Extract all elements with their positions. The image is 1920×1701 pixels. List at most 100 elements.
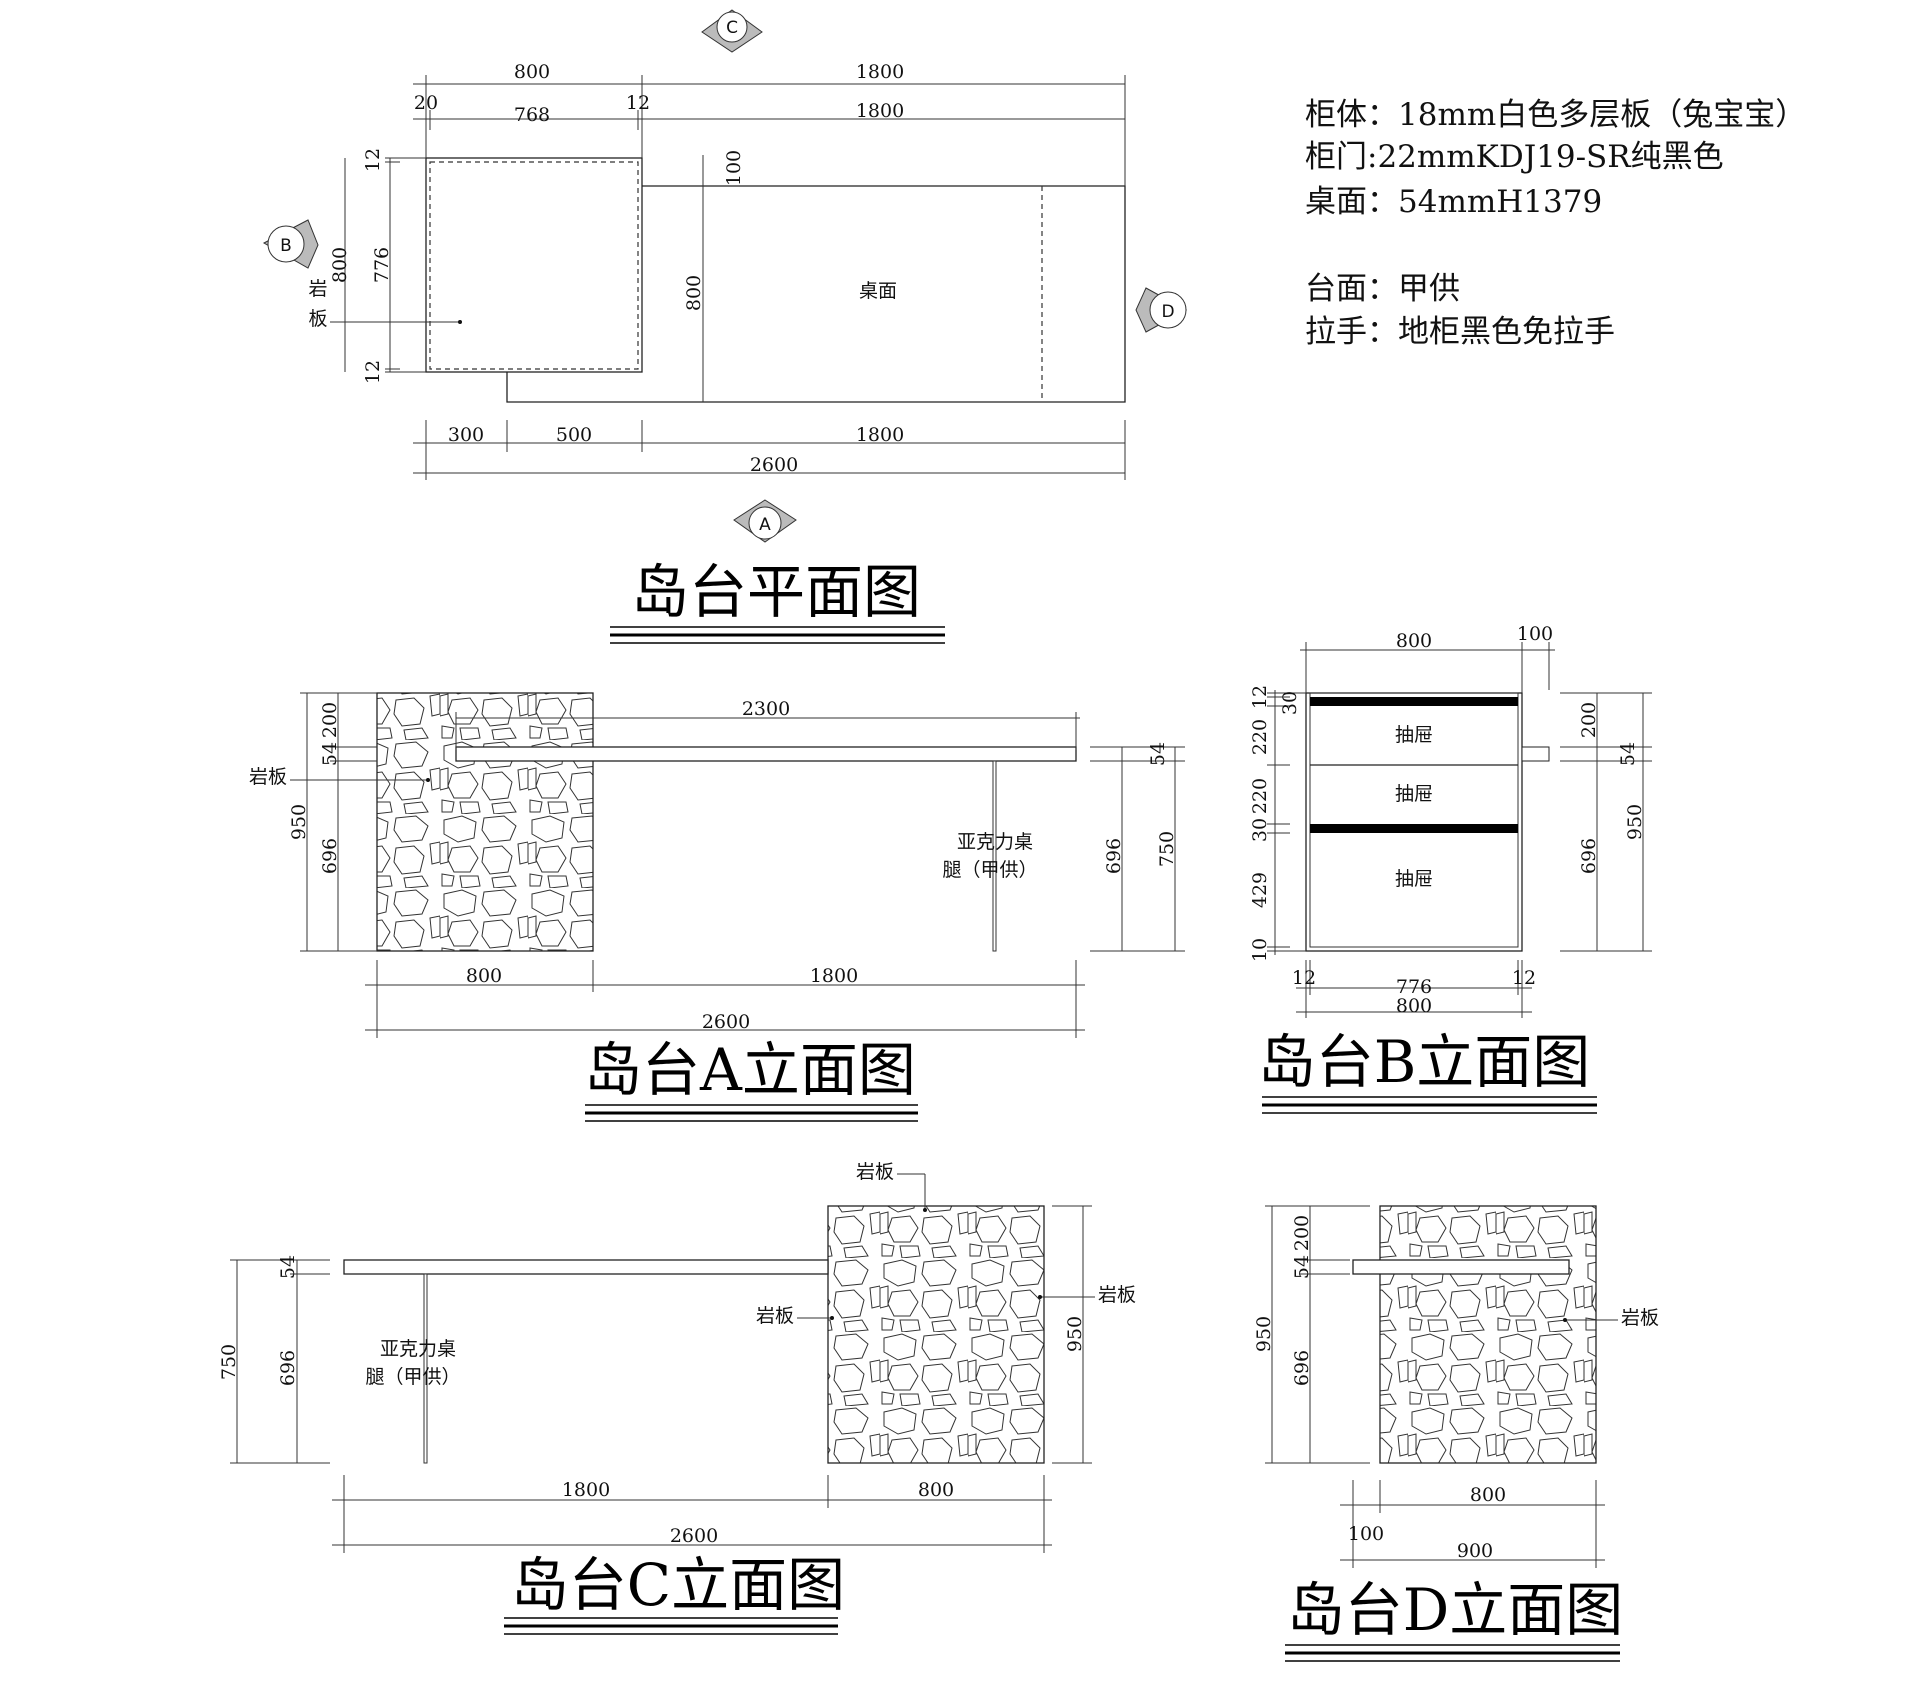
elev-b-dim-220a: 220 — [1249, 719, 1271, 755]
elev-b-dim-r950: 950 — [1624, 804, 1646, 840]
elev-c-dim-54: 54 — [277, 1255, 299, 1279]
plan-desktop-label: 桌面 — [859, 280, 897, 302]
elev-a-dim-r54: 54 — [1147, 742, 1169, 766]
elev-b-handle — [1521, 746, 1550, 762]
svg-text:C: C — [726, 18, 738, 38]
elev-d-title: 岛台D立面图 — [1287, 1576, 1624, 1644]
elev-c-slate-label-right: 岩板 — [1098, 1284, 1136, 1306]
plan-dim-bot-1800: 1800 — [856, 424, 904, 446]
elev-c-slate-block — [827, 1205, 1045, 1464]
elev-b-dim-30b: 30 — [1249, 818, 1271, 842]
elev-a-dim-1800: 1800 — [810, 965, 858, 987]
elev-b-dim-12b: 12 — [1512, 967, 1536, 989]
elev-c-dim-696: 696 — [277, 1350, 299, 1386]
elev-d-dim-100: 100 — [1348, 1523, 1384, 1545]
elev-a-leg-label-1: 亚克力桌 — [957, 831, 1033, 853]
elev-c-acrylic-leg — [423, 1273, 428, 1464]
elev-c-dim-2600: 2600 — [670, 1525, 718, 1547]
plan-slate-label-1: 岩 — [308, 278, 327, 300]
elev-c-leg-label-1: 亚克力桌 — [380, 1338, 456, 1360]
elev-c-slate-label-left: 岩板 — [756, 1305, 794, 1327]
elev-a-slate-label: 岩板 — [249, 766, 287, 788]
plan-dim-mid-800: 800 — [683, 275, 705, 311]
elev-c-dim-950: 950 — [1064, 1316, 1086, 1352]
plan-dim-500: 500 — [556, 424, 592, 446]
svg-text:D: D — [1161, 302, 1174, 322]
plan-desktop-outline — [506, 185, 1126, 403]
svg-text:A: A — [759, 515, 771, 535]
elev-a-title: 岛台A立面图 — [584, 1036, 916, 1104]
view-marker-b: B — [262, 219, 319, 269]
elev-d-dim-900: 900 — [1457, 1540, 1493, 1562]
plan-dim-300: 300 — [448, 424, 484, 446]
svg-text:B: B — [280, 236, 292, 256]
elev-a-dim-200: 200 — [319, 702, 341, 738]
spec-line-2: 柜门:22mmKDJ19-SR纯黑色 — [1305, 139, 1724, 175]
plan-slate-label-2: 板 — [308, 308, 327, 330]
elev-b-drawer-1: 抽屉 — [1395, 724, 1433, 746]
elev-b-title: 岛台B立面图 — [1258, 1028, 1591, 1096]
plan-dim-12a: 12 — [362, 148, 384, 172]
elev-d-dim-800: 800 — [1470, 1484, 1506, 1506]
plan-dim-12b: 12 — [362, 360, 384, 384]
spec-line-1: 柜体：18mm白色多层板（兔宝宝） — [1305, 97, 1806, 133]
elev-d-dim-950: 950 — [1253, 1316, 1275, 1352]
view-marker-a: A — [733, 499, 797, 543]
elev-d-slate-block — [1379, 1205, 1597, 1464]
elev-a-slate-block — [376, 692, 594, 952]
elev-b-dim-220b: 220 — [1249, 778, 1271, 814]
elevation-d: 岩板 200 54 950 696 800 100 900 — [1253, 1205, 1659, 1568]
elev-a-dim-r696: 696 — [1103, 838, 1125, 874]
plan-dim-1800: 1800 — [856, 61, 904, 83]
plan-dim-800: 800 — [514, 61, 550, 83]
elev-a-dim-2600: 2600 — [702, 1011, 750, 1033]
spec-line-4: 台面：甲供 — [1305, 271, 1460, 307]
elev-b-dim-800: 800 — [1396, 630, 1432, 652]
elev-d-dim-200: 200 — [1291, 1215, 1313, 1251]
elev-a-dim-54: 54 — [319, 742, 341, 766]
elev-b-dim-10: 10 — [1249, 938, 1271, 962]
elev-a-dim-750: 750 — [1156, 831, 1178, 867]
elev-a-dim-950: 950 — [288, 804, 310, 840]
elev-b-dim-r696: 696 — [1578, 838, 1600, 874]
elev-c-leg-label-2: 腿（甲供） — [365, 1366, 460, 1388]
view-marker-d: D — [1135, 287, 1188, 333]
elev-b-dim-r200: 200 — [1578, 702, 1600, 738]
plan-title: 岛台平面图 — [631, 558, 921, 626]
view-marker-c: C — [701, 9, 763, 53]
elev-b-dim-r54: 54 — [1617, 742, 1639, 766]
elevation-c: 亚克力桌 腿（甲供） 岩板 岩板 岩板 54 750 696 950 1800 … — [218, 1161, 1136, 1553]
elev-a-leg-label-2: 腿（甲供） — [942, 859, 1037, 881]
elev-d-dim-696: 696 — [1291, 1350, 1313, 1386]
plan-dim-100: 100 — [723, 150, 745, 186]
elev-b-dim-12a: 12 — [1292, 967, 1316, 989]
elev-a-acrylic-leg — [992, 760, 997, 952]
elev-b-drawer-2: 抽屉 — [1395, 783, 1433, 805]
spec-notes: 柜体：18mm白色多层板（兔宝宝） 柜门:22mmKDJ19-SR纯黑色 桌面：… — [1305, 97, 1806, 350]
elev-b-mid-band — [1310, 824, 1518, 833]
elev-c-slate-label-top: 岩板 — [856, 1161, 894, 1183]
plan-dim-2600: 2600 — [750, 454, 798, 476]
elev-d-slate-label: 岩板 — [1621, 1307, 1659, 1329]
elev-b-dim-429: 429 — [1249, 872, 1271, 908]
elevation-b: 抽屉 抽屉 抽屉 800 100 12 30 220 220 30 429 10… — [1249, 623, 1652, 1018]
elev-a-dim-696: 696 — [319, 838, 341, 874]
elev-b-top-band — [1310, 697, 1518, 706]
plan-dim-left-800: 800 — [329, 247, 351, 283]
elev-b-cabinet — [1305, 692, 1523, 952]
elev-b-dim-12: 12 — [1249, 685, 1271, 709]
plan-dim-776: 776 — [371, 247, 393, 283]
elev-b-drawer-3: 抽屉 — [1395, 868, 1433, 890]
elev-c-desktop — [343, 1259, 829, 1275]
elev-d-desktop — [1352, 1259, 1570, 1275]
spec-line-5: 拉手：地柜黑色免拉手 — [1305, 314, 1615, 350]
elev-a-dim-2300: 2300 — [742, 698, 790, 720]
plan-dim-12-top: 12 — [626, 92, 650, 114]
plan-dim-768: 768 — [514, 104, 550, 126]
plan-dim-20: 20 — [414, 92, 438, 114]
plan-dim-1800b: 1800 — [856, 100, 904, 122]
elev-c-dim-750: 750 — [218, 1344, 240, 1380]
elev-b-dim-30a: 30 — [1279, 691, 1301, 715]
elev-c-title: 岛台C立面图 — [511, 1551, 845, 1619]
